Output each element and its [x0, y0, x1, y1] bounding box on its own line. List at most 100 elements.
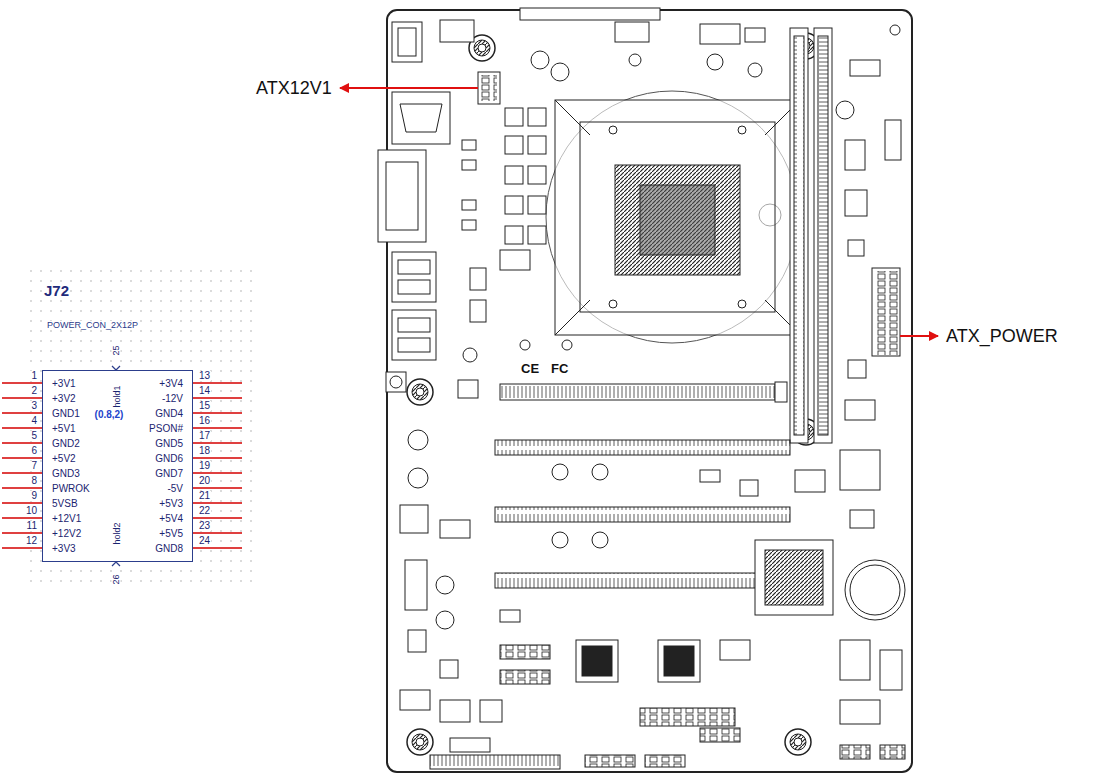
components — [405, 560, 427, 610]
components — [700, 24, 740, 44]
pin-name: GND2 — [51, 439, 81, 449]
components — [748, 63, 762, 77]
components — [440, 20, 474, 42]
components — [462, 140, 476, 150]
pin-number: 23 — [198, 521, 211, 531]
mounting-hole — [890, 25, 900, 35]
pin-wires — [2, 532, 42, 533]
components — [470, 300, 486, 322]
cpu-socket — [609, 126, 617, 134]
pin-wires — [2, 502, 42, 503]
cpu-socket — [546, 91, 800, 343]
components — [615, 22, 649, 42]
chipset — [755, 540, 833, 615]
callout-arrow — [900, 335, 938, 337]
pin-number: 4 — [30, 416, 38, 426]
components — [505, 136, 523, 154]
pin-wires — [193, 382, 242, 383]
components — [505, 166, 523, 184]
cpu-socket — [609, 300, 617, 308]
memory-slot — [794, 36, 804, 435]
pin-wires — [193, 517, 242, 518]
expansion-slot — [495, 382, 790, 588]
components — [408, 468, 428, 488]
pin-number: 11 — [26, 521, 38, 531]
ic-chip — [658, 640, 700, 682]
components — [745, 28, 765, 42]
components — [463, 348, 477, 362]
pin-wires — [193, 427, 242, 428]
mounting-hole — [407, 729, 433, 755]
connector-callout: ATX12V1 — [255, 79, 333, 97]
pin-name: GND7 — [154, 469, 184, 479]
pin-number: 17 — [198, 431, 211, 441]
rear-io-ports — [386, 162, 418, 230]
pin-name: GND3 — [51, 469, 81, 479]
ic-chip — [582, 646, 612, 676]
rear-io-ports — [392, 92, 450, 144]
motherboard-outline — [387, 10, 912, 772]
pin-wires — [2, 412, 42, 413]
components — [592, 464, 608, 480]
reference-designator: J72 — [43, 283, 70, 298]
grid-annotation: (0.8,2) — [94, 410, 125, 420]
expansion-slot — [495, 440, 790, 455]
pin-number: 12 — [25, 536, 38, 546]
components — [440, 660, 458, 678]
atx-power-connector — [872, 268, 900, 356]
rear-io-ports — [390, 376, 402, 388]
pin-wires — [2, 457, 42, 458]
components — [840, 450, 880, 490]
pin-name: GND5 — [154, 439, 184, 449]
expansion-slot — [775, 382, 787, 402]
pin-header — [840, 745, 870, 759]
pin-header — [700, 728, 740, 742]
rear-io-ports — [398, 280, 430, 294]
components — [470, 268, 486, 290]
pin-number: 15 — [198, 401, 211, 411]
components — [562, 340, 572, 350]
pin-header — [585, 755, 635, 767]
components — [720, 640, 750, 660]
ic-chip — [576, 640, 618, 682]
pin-header — [500, 645, 550, 659]
rear-io-ports — [392, 22, 422, 62]
cpu-socket — [738, 126, 746, 134]
pin-name: +12V2 — [51, 529, 82, 539]
ic-chip — [664, 646, 694, 676]
part-name: POWER_CON_2X12P — [46, 321, 139, 330]
components — [848, 360, 866, 378]
pin-name: GND4 — [154, 409, 184, 419]
components — [836, 101, 854, 119]
pin-number: 7 — [30, 461, 38, 471]
memory-slot — [790, 28, 832, 443]
pin-number: 26 — [111, 573, 120, 585]
components — [500, 250, 530, 270]
pin-number: 18 — [198, 446, 211, 456]
pin-header — [640, 708, 735, 726]
expansion-slot — [500, 384, 775, 400]
pin-number: 6 — [30, 446, 38, 456]
connector-callout: ATX_POWER — [945, 327, 1059, 345]
atx-power-connector — [875, 271, 899, 355]
components — [848, 240, 864, 256]
pin-name: -12V — [161, 394, 184, 404]
components — [505, 196, 523, 214]
pin-number: 1 — [30, 371, 38, 381]
mounting-hole — [407, 25, 900, 755]
pin-wires — [2, 397, 42, 398]
pin-number: 20 — [198, 476, 211, 486]
pin-name: +3V1 — [51, 379, 77, 389]
motherboard-outline — [387, 8, 912, 772]
pin-name: GND8 — [154, 544, 184, 554]
battery — [845, 560, 905, 620]
components — [505, 226, 523, 244]
pin-name: +3V3 — [51, 544, 77, 554]
cpu-socket — [640, 185, 715, 255]
components — [629, 54, 641, 66]
memory-slot — [790, 28, 808, 443]
pin-wires — [193, 442, 242, 443]
pin-wires — [2, 487, 42, 488]
pin-wires — [193, 532, 242, 533]
mounting-hole — [785, 729, 811, 755]
